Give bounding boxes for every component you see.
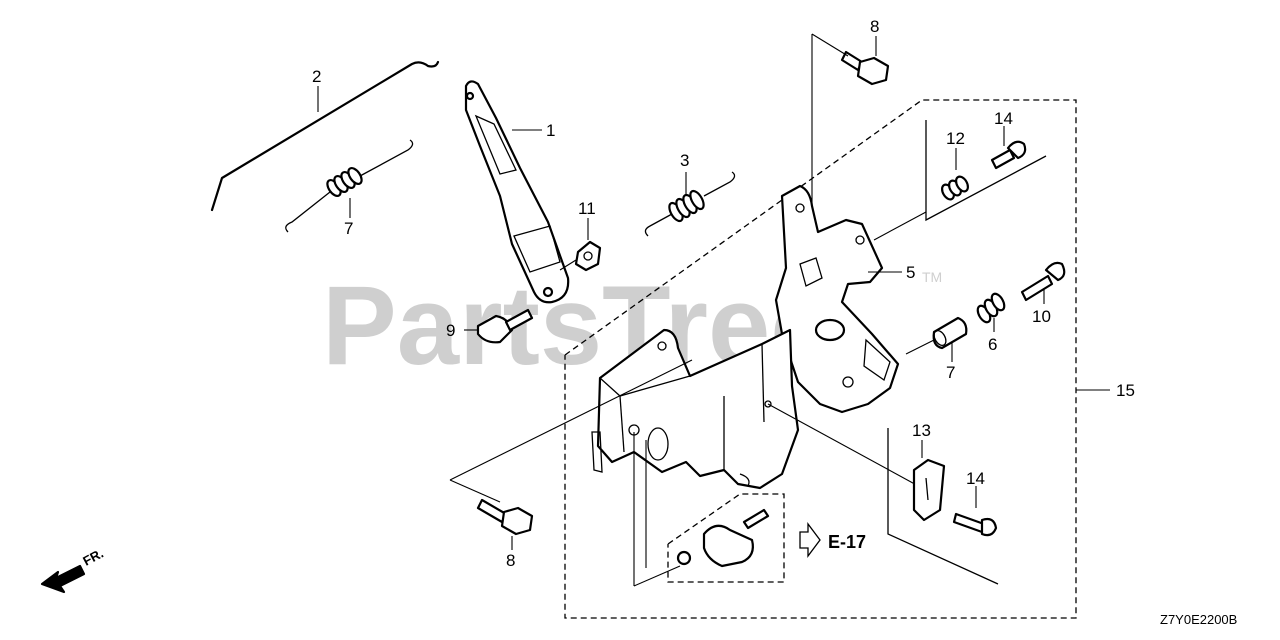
callout-11: 11 <box>578 199 596 218</box>
clip-and-screw-group <box>887 428 999 585</box>
callout-15: 15 <box>1116 381 1135 400</box>
assembly-outline <box>564 99 1110 619</box>
front-direction-indicator: FR. <box>40 546 106 594</box>
callout-2: 2 <box>312 67 321 86</box>
callout-4: 7 <box>344 219 353 238</box>
flange-bolt-bottom <box>476 498 534 550</box>
callout-9: 9 <box>446 321 455 340</box>
lever-bolt <box>464 308 534 344</box>
lever-nut <box>559 218 602 272</box>
callout-14-top: 14 <box>994 109 1013 128</box>
diagram-code: Z7Y0E2200B <box>1160 612 1237 627</box>
spring-and-screw-group <box>925 120 1047 222</box>
callout-10: 10 <box>1032 307 1051 326</box>
callout-8-bottom: 8 <box>506 551 515 570</box>
reference-label[interactable]: E-17 <box>828 532 866 552</box>
return-spring <box>285 139 414 233</box>
callout-13: 13 <box>912 421 931 440</box>
control-rod <box>210 60 440 212</box>
callout-3: 3 <box>680 151 689 170</box>
callout-7: 7 <box>946 363 955 382</box>
main-bracket <box>591 328 800 490</box>
callout-numbers: 2 1 7 11 3 8 12 14 5 10 6 7 15 9 13 14 8 <box>312 17 1135 570</box>
callout-1: 1 <box>546 121 555 140</box>
watermark-trademark: TM <box>922 269 942 285</box>
callout-8-top: 8 <box>870 17 879 36</box>
callout-6: 6 <box>988 335 997 354</box>
callout-14-bottom: 14 <box>966 469 985 488</box>
flange-bolt-top <box>811 33 890 210</box>
callout-12: 12 <box>946 129 965 148</box>
leader-lines <box>449 359 923 587</box>
callout-5: 5 <box>906 263 915 282</box>
control-base <box>774 184 927 414</box>
direction-label: FR. <box>80 546 106 569</box>
screw-spring-collar-group <box>905 261 1066 362</box>
control-lever <box>464 80 570 304</box>
reference-inset: E-17 <box>667 493 866 583</box>
governor-spring <box>644 171 736 237</box>
